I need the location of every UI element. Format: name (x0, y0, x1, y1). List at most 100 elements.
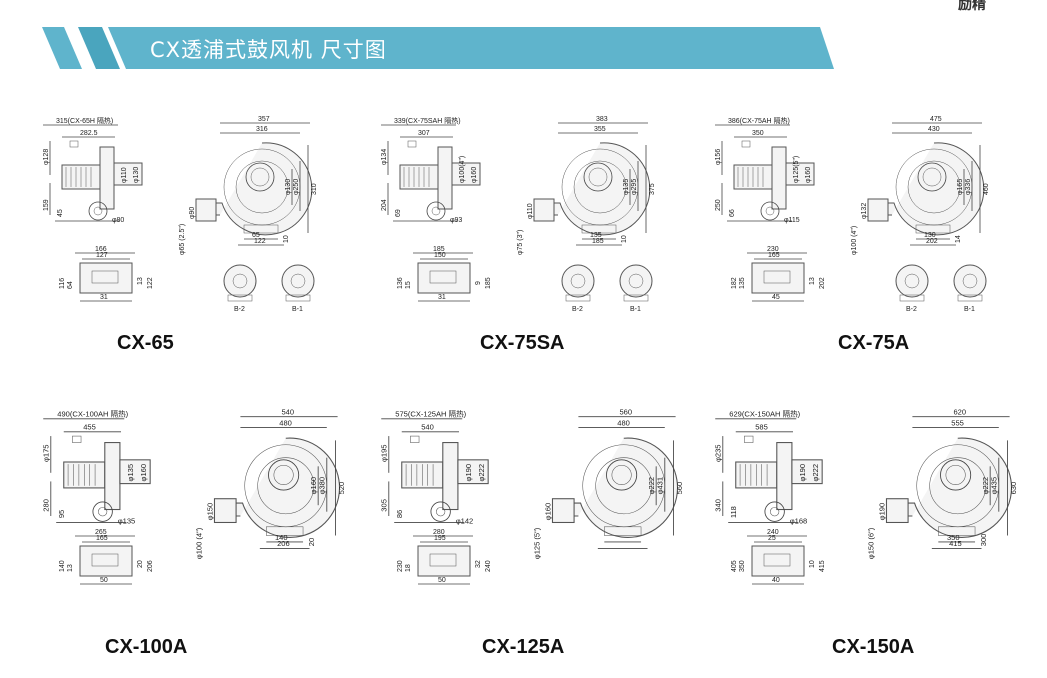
outlet-dia-label: φ110 (121, 167, 128, 183)
view-label-b-1: B-1 (292, 306, 303, 313)
base-label: 86 (395, 510, 404, 518)
base-slot-label: 165 (96, 535, 108, 542)
outlet-outer-label: φ222 (811, 464, 820, 482)
front-width-label: 540 (281, 407, 294, 416)
outlet-outer-label: φ160 (805, 167, 812, 183)
outlet-pipe (457, 459, 489, 485)
outlet-dia-label: φ135 (126, 464, 135, 482)
base-plate (79, 262, 133, 294)
front-inner-width-label: 480 (617, 418, 630, 427)
fan-wheel (764, 501, 785, 522)
model-name-cx-65: CX-65 (117, 332, 174, 354)
pipe-size-label: φ150 (6") (867, 527, 876, 559)
bolt-circle-label: φ142 (456, 517, 474, 526)
outlet-pipe (451, 162, 481, 186)
width-label: 540 (421, 423, 434, 432)
base-label: 66 (729, 209, 736, 217)
front-width-label: 475 (930, 116, 942, 123)
front-outlet (551, 498, 575, 524)
volute-casing (562, 437, 679, 538)
front-inner-width-label: 316 (256, 126, 268, 133)
front-width-label: 560 (619, 407, 632, 416)
blower-housing (99, 146, 115, 210)
bolt-circle-label: φ93 (450, 217, 462, 224)
base-inner-label: 350 (947, 533, 960, 542)
fan-wheel (430, 501, 451, 522)
base-thickness-label: 10 (283, 235, 290, 243)
view-label-b-2: B-2 (234, 306, 245, 313)
inner-dia-label: φ222 (981, 477, 990, 495)
low-height-label: 204 (381, 199, 388, 211)
front-outlet-label: φ110 (527, 203, 534, 219)
front-outlet-label: φ132 (861, 203, 868, 219)
base-inner-label: 140 (275, 533, 288, 542)
model-name-cx-75sa: CX-75SA (480, 332, 565, 354)
base-foot (266, 526, 304, 536)
base-label: 95 (57, 510, 66, 518)
base-h2-label: 64 (67, 281, 74, 289)
front-outlet (885, 498, 909, 524)
front-outlet (533, 198, 555, 222)
base-span-label: 50 (100, 577, 108, 584)
base-span-label: 31 (100, 294, 108, 301)
left-height-label: φ156 (715, 149, 722, 165)
blower-housing (442, 442, 459, 511)
front-inner-width-label: 355 (594, 126, 606, 133)
overall-length-label: 339(CX-75SAH 隔热) (394, 116, 461, 125)
left-height-label: φ235 (714, 445, 723, 463)
base-slot-label: 127 (96, 252, 108, 259)
pipe-size-label: φ100 (4") (195, 527, 204, 559)
overall-length-label: 386(CX-75AH 隔热) (728, 116, 790, 125)
pipe-size-label: φ65 (2.5") (179, 224, 186, 255)
bolt-circle-label: φ135 (118, 517, 136, 526)
inlet-circle (583, 162, 613, 192)
outlet-view-circle (561, 264, 595, 298)
base-width-label: 240 (767, 529, 779, 536)
outlet-pipe (119, 459, 151, 485)
side-view: 339(CX-75SAH 隔热)307φ13420469φ100(4")φ160… (381, 116, 481, 224)
outer-dia-label: φ435 (990, 477, 999, 495)
volute-casing (205, 142, 313, 236)
base-foot (915, 224, 951, 234)
outlet-pipe (791, 459, 823, 485)
outlet-dia-label: φ190 (464, 464, 473, 482)
base-h4-label: 122 (147, 277, 154, 289)
inner-dia-label: φ135 (623, 179, 630, 195)
left-height-label: φ134 (381, 149, 388, 165)
banner-shape (42, 27, 834, 69)
low-height-label: 280 (42, 499, 51, 512)
base-height-label: 116 (59, 278, 66, 289)
low-height-label: 159 (43, 199, 50, 211)
base-h3-label: 9 (475, 281, 482, 285)
front-outlet-label: φ190 (877, 503, 886, 521)
outer-dia-label: φ250 (293, 179, 300, 195)
base-outer-label: 415 (949, 539, 962, 548)
inlet-circle (940, 459, 972, 491)
view-label-b-2: B-2 (572, 306, 583, 313)
outer-dia-label: φ431 (656, 477, 665, 495)
base-height-label: 136 (397, 277, 404, 289)
base-h3-label: 20 (137, 560, 144, 568)
inlet-circle (245, 162, 275, 192)
front-outlet (213, 498, 237, 524)
view-label-b-2: B-2 (906, 306, 917, 313)
outlet-view-circle (223, 264, 257, 298)
page-title: CX透浦式鼓风机 尺寸图 (150, 38, 387, 62)
view-label-b-1: B-1 (630, 306, 641, 313)
outlet-outer-label: φ160 (139, 464, 148, 482)
bolt-circle-label: φ168 (790, 517, 808, 526)
fan-wheel (92, 501, 113, 522)
pipe-size-label: φ75 (3") (517, 230, 524, 255)
base-thickness-label: 14 (955, 235, 962, 243)
outlet-dia-label: φ125(5") (793, 156, 800, 183)
base-h2-label: 350 (739, 560, 746, 572)
base-h2-label: 13 (67, 564, 74, 572)
